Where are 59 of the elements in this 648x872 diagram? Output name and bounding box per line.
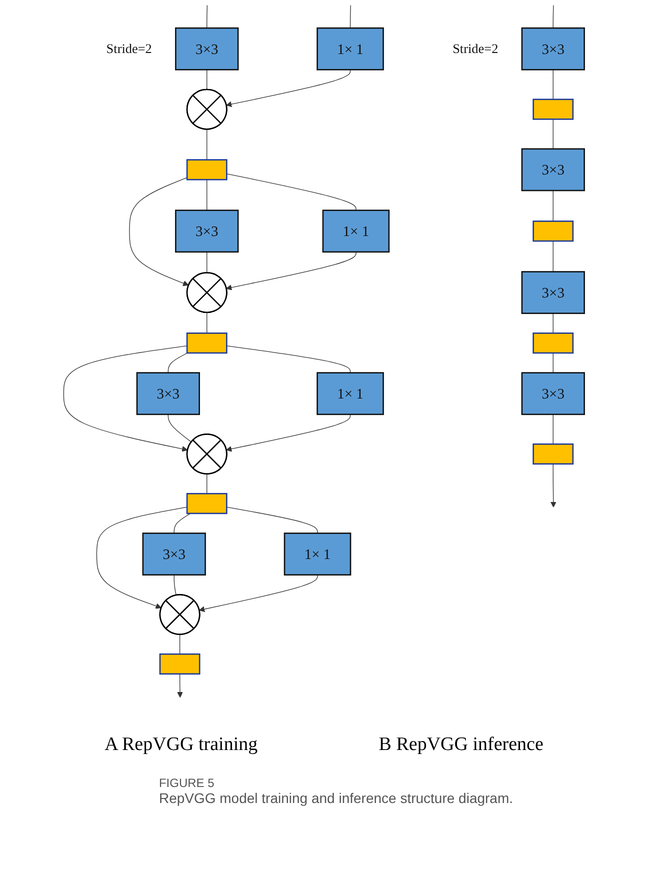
node-box: 3×3 [521, 27, 585, 70]
arrow [226, 252, 356, 290]
connector [206, 474, 208, 494]
node-box: 3×3 [175, 210, 239, 253]
arrow [129, 177, 189, 286]
arrow [226, 69, 351, 108]
caption: RepVGG model training and inference structure diagram. [158, 790, 514, 806]
stride-label: Stride=2 [452, 42, 498, 56]
connector [206, 312, 208, 334]
node-box: 1× 1 [316, 27, 384, 70]
connector [552, 352, 554, 374]
connector [552, 190, 554, 222]
node-box: 1× 1 [284, 532, 352, 576]
connector [552, 313, 554, 334]
connector [206, 4, 208, 28]
connector [552, 69, 554, 100]
node-bar [186, 492, 228, 514]
node-box: 3×3 [521, 271, 585, 314]
connector [206, 128, 208, 160]
connector [226, 506, 318, 534]
panel-label: A RepVGG training [104, 734, 258, 756]
arrow [63, 345, 188, 452]
connector [552, 414, 554, 444]
node-bar [186, 332, 228, 354]
node-bar [532, 98, 574, 120]
connector [168, 414, 192, 442]
node-box: 3×3 [521, 148, 585, 192]
arrow [96, 506, 188, 609]
connector [350, 4, 351, 28]
connector [226, 345, 351, 374]
connector [168, 352, 188, 374]
connector [206, 69, 208, 90]
connector [552, 4, 554, 28]
node-bar [532, 220, 574, 242]
arrow [550, 464, 556, 508]
node-bar [532, 443, 574, 465]
connector [226, 173, 356, 211]
node-bar [532, 332, 574, 354]
node-box: 3×3 [136, 372, 200, 416]
connector [206, 252, 208, 274]
panel-label: B RepVGG inference [378, 734, 544, 756]
arrow [177, 674, 183, 698]
connector [174, 574, 176, 596]
node-box: 3×3 [175, 27, 239, 70]
connector [179, 634, 180, 654]
node-box: 1× 1 [316, 372, 384, 416]
node-box: 3×3 [142, 532, 206, 576]
node-box: 1× 1 [322, 210, 390, 253]
node-bar [186, 159, 228, 180]
arrow [226, 414, 351, 452]
connector [552, 240, 554, 272]
arrow [198, 574, 318, 612]
connector [174, 513, 191, 534]
connector [552, 118, 554, 150]
node-bar [159, 653, 200, 675]
figure-number: FIGURE 5 [158, 776, 216, 790]
connector [206, 179, 208, 211]
stride-label: Stride=2 [106, 42, 152, 56]
node-box: 3×3 [521, 372, 585, 416]
